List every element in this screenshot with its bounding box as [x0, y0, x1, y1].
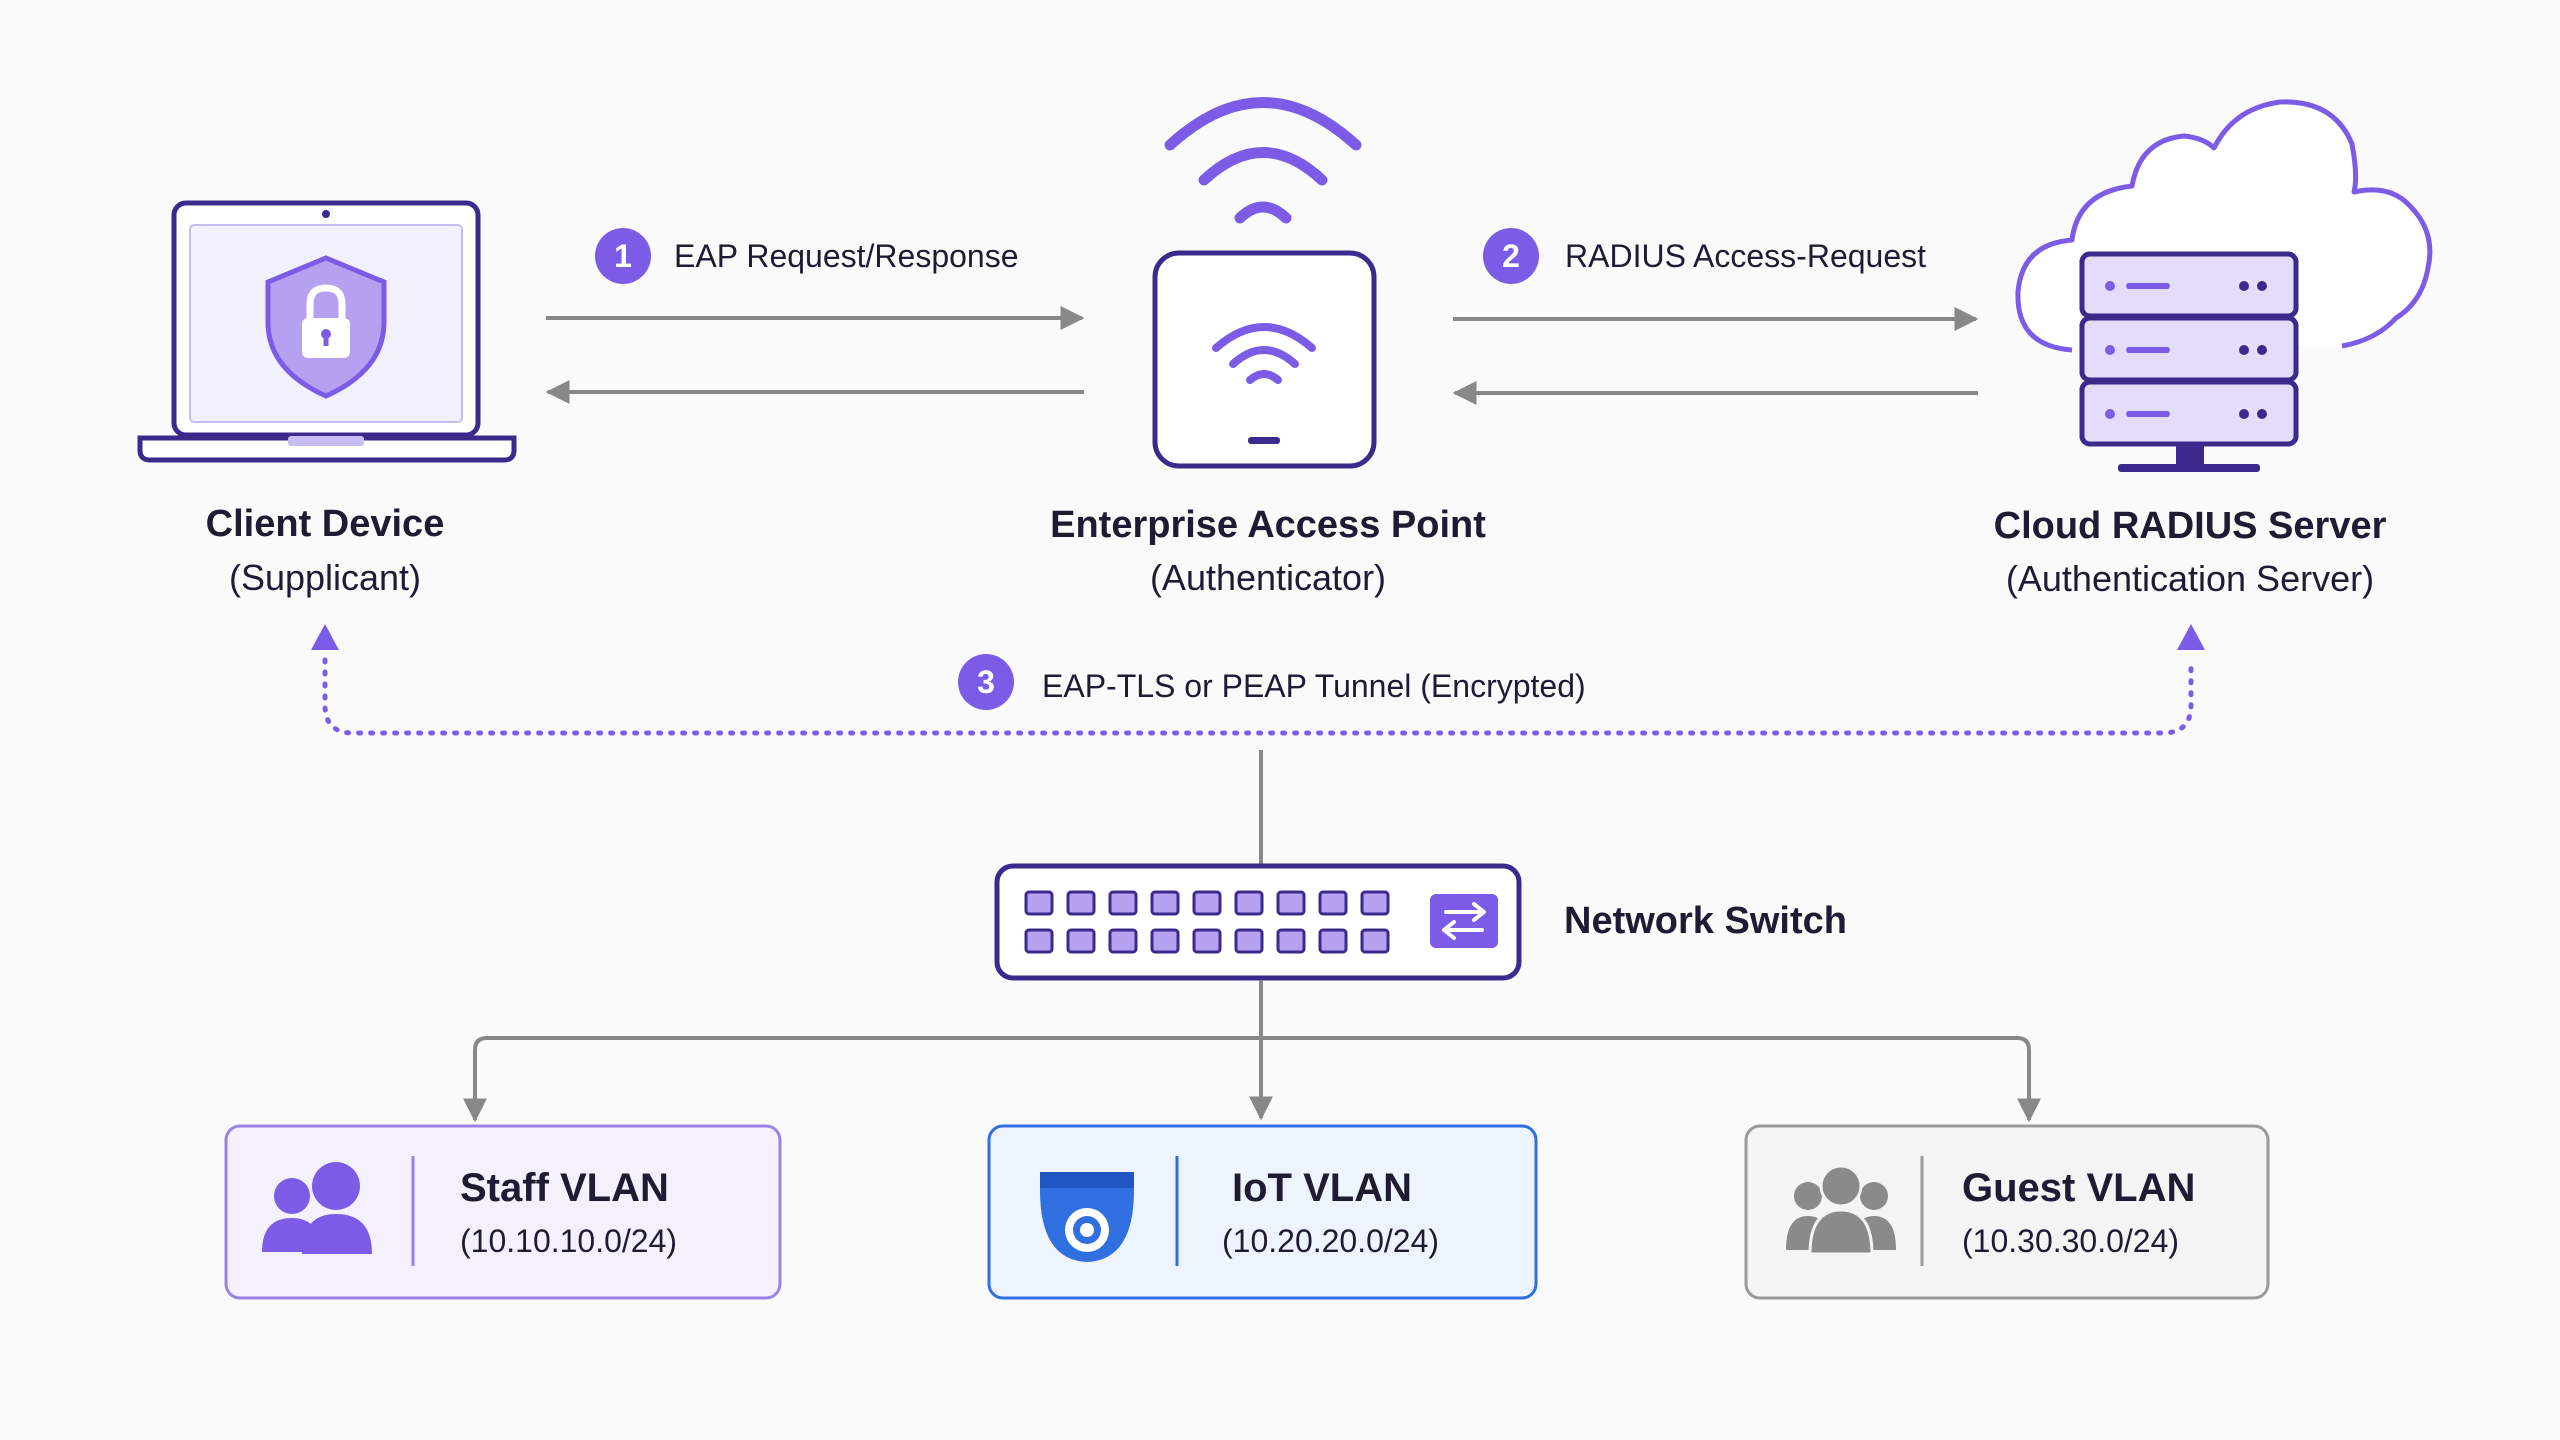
step-3-badge: 3 [958, 654, 1014, 710]
switch-port [1150, 928, 1180, 954]
vlan-iot-subnet: (10.20.20.0/24) [1222, 1223, 1439, 1259]
switch-port [1192, 928, 1222, 954]
switch-port [1360, 890, 1390, 916]
switch-port [1150, 890, 1180, 916]
switch-port [1108, 890, 1138, 916]
switch-port [1234, 928, 1264, 954]
client-title: Client Device [206, 503, 445, 545]
vlan-card-staff: Staff VLAN (10.10.10.0/24) [224, 1124, 782, 1300]
client-subtitle: (Supplicant) [229, 557, 421, 598]
vlan-staff-name: Staff VLAN [460, 1166, 669, 1210]
network-switch-icon [994, 863, 1522, 981]
vlan-guest-subnet: (10.30.30.0/24) [1962, 1223, 2179, 1259]
switch-port [1108, 928, 1138, 954]
vlan-distribution-line [473, 1036, 2031, 1118]
cloud-server-icon [2015, 99, 2433, 472]
switch-port [1360, 928, 1390, 954]
radius-title: Cloud RADIUS Server [1994, 505, 2387, 547]
switch-port [1276, 890, 1306, 916]
vlan-card-iot: IoT VLAN (10.20.20.0/24) [987, 1124, 1538, 1300]
switch-title: Network Switch [1564, 900, 1847, 942]
radius-subtitle: (Authentication Server) [2006, 558, 2374, 599]
access-point-subtitle: (Authenticator) [1150, 557, 1386, 598]
step-3-number: 3 [977, 664, 995, 700]
vlan-guest-name: Guest VLAN [1962, 1166, 2195, 1210]
step-2-number: 2 [1502, 238, 1520, 274]
vlan-staff-subnet: (10.10.10.0/24) [460, 1223, 677, 1259]
switch-port [1318, 890, 1348, 916]
step-1-badge: 1 [595, 228, 651, 284]
step-2-label: RADIUS Access-Request [1565, 238, 1926, 274]
encrypted-tunnel-path [322, 657, 2194, 736]
tunnel-arrowhead-left [311, 624, 339, 650]
switch-port [1234, 890, 1264, 916]
step-2-badge: 2 [1483, 228, 1539, 284]
vlan-card-guest: Guest VLAN (10.30.30.0/24) [1744, 1124, 2270, 1300]
step-1-label: EAP Request/Response [674, 238, 1019, 274]
step-3-label: EAP-TLS or PEAP Tunnel (Encrypted) [1042, 668, 1586, 704]
group-icon [1786, 1164, 1896, 1256]
switch-port [1066, 890, 1096, 916]
access-point-title: Enterprise Access Point [1050, 504, 1486, 546]
security-camera-icon [1040, 1172, 1134, 1262]
tunnel-arrowhead-right [2177, 624, 2205, 650]
users-icon [262, 1162, 372, 1254]
step-1-number: 1 [614, 238, 632, 274]
switch-port [1276, 928, 1306, 954]
laptop-shield-icon [137, 200, 517, 463]
wireless-access-point-icon [1152, 97, 1377, 469]
switch-port [1024, 928, 1054, 954]
switch-port [1066, 928, 1096, 954]
switch-port [1192, 890, 1222, 916]
switch-port [1024, 890, 1054, 916]
vlan-iot-name: IoT VLAN [1232, 1166, 1412, 1210]
switch-port [1318, 928, 1348, 954]
